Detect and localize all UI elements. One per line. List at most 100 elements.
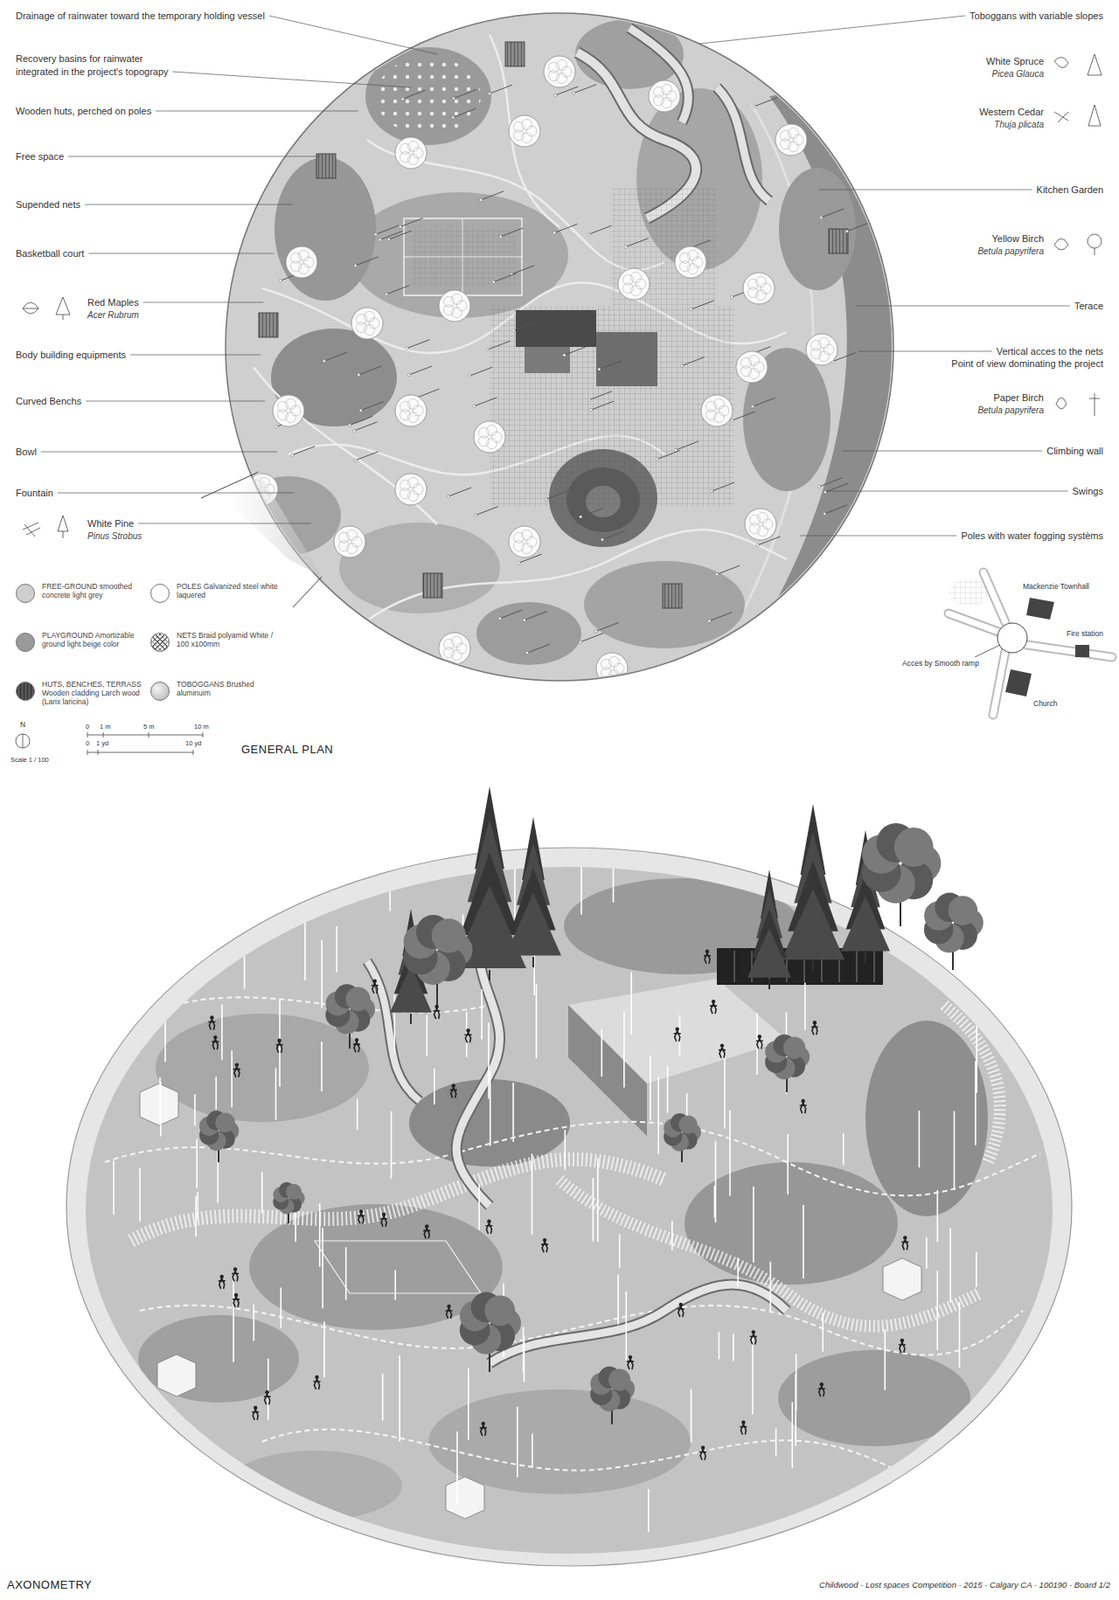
illustration-shape <box>15 734 30 749</box>
legend-swatch <box>150 681 170 702</box>
illustration-shape <box>718 405 730 417</box>
pole <box>531 1153 534 1235</box>
pole-shadow <box>598 361 622 370</box>
illustration-shape <box>739 1424 747 1436</box>
illustration-shape <box>138 1315 299 1404</box>
illustration-shape <box>864 952 867 964</box>
illustration-shape <box>706 410 717 421</box>
illustration-shape <box>104 828 1041 1533</box>
illustration-shape <box>521 529 533 541</box>
illustration-shape <box>465 1028 470 1033</box>
illustration-shape <box>840 896 890 953</box>
pole <box>845 229 848 233</box>
pole <box>775 1429 778 1458</box>
pole-shadow <box>355 257 379 266</box>
pole-shadow <box>409 366 432 376</box>
illustration-shape <box>631 285 642 297</box>
pole <box>385 292 389 296</box>
illustration-shape <box>465 1032 473 1043</box>
illustration-shape <box>741 366 752 377</box>
pole <box>531 1433 534 1467</box>
pole-shadow <box>675 441 699 451</box>
species-latin-name: Picea Glauca <box>992 69 1044 79</box>
callout-label: Drainage of rainwater toward the tempora… <box>15 10 265 21</box>
plan-tree <box>333 526 366 558</box>
illustration-shape <box>438 290 471 322</box>
illustration-shape <box>780 139 792 150</box>
person <box>739 1421 747 1436</box>
map-label: Church <box>1031 700 1059 709</box>
pole <box>408 373 411 376</box>
illustration-shape <box>705 950 709 954</box>
callout-label: Supended nets <box>15 199 81 210</box>
pole <box>382 1374 384 1422</box>
person <box>750 1330 758 1345</box>
illustration-shape <box>316 153 336 179</box>
illustration-shape <box>285 412 297 424</box>
pole <box>689 307 693 311</box>
illustration-shape <box>865 1021 988 1217</box>
illustration-shape <box>278 410 289 421</box>
illustration-shape <box>711 1000 716 1004</box>
plan-tree <box>272 395 305 427</box>
pole <box>252 1305 255 1342</box>
illustration-shape <box>213 1035 217 1040</box>
pole <box>498 617 501 620</box>
pole <box>389 847 391 911</box>
person <box>541 1238 549 1253</box>
species-latin-name: Pinus Strobus <box>87 531 142 542</box>
illustration-shape <box>451 636 463 647</box>
illustration-shape <box>251 1410 259 1421</box>
illustration-shape <box>882 1258 922 1301</box>
illustration-shape <box>559 1180 980 1328</box>
pole <box>597 1158 599 1243</box>
pole <box>261 1172 264 1215</box>
illustration-shape <box>768 979 771 990</box>
illustration-shape <box>778 1350 971 1447</box>
illustration-shape <box>514 532 525 543</box>
pole <box>275 425 279 429</box>
plan-tree <box>543 55 576 88</box>
illustration-shape <box>514 541 525 552</box>
illustration-shape <box>788 141 800 153</box>
illustration-shape <box>139 1084 922 1520</box>
illustration-shape <box>400 401 411 412</box>
leader-line <box>173 71 412 88</box>
pole <box>959 1302 961 1369</box>
illustration-shape <box>948 613 1006 635</box>
illustration-shape <box>456 643 467 654</box>
pole <box>468 375 472 378</box>
illustration-shape <box>157 1355 196 1398</box>
pole <box>486 348 489 352</box>
illustration-shape <box>778 167 856 291</box>
plan-tree <box>596 653 628 685</box>
person <box>901 1236 909 1251</box>
illustration-shape <box>491 431 502 443</box>
illustration-shape <box>648 80 681 112</box>
illustration-shape <box>371 983 379 994</box>
plan-tree <box>285 246 318 279</box>
pole <box>647 1489 650 1533</box>
illustration-shape <box>613 663 625 675</box>
illustration-shape <box>756 276 767 287</box>
illustration-shape <box>412 405 424 417</box>
illustration-shape <box>227 1451 403 1522</box>
pole <box>818 485 821 488</box>
illustration-shape <box>253 367 438 525</box>
pole <box>617 1274 619 1325</box>
pole-shadow <box>448 487 472 497</box>
leader-line <box>41 451 279 453</box>
illustration-shape <box>749 368 760 380</box>
illustration-shape <box>484 1295 515 1327</box>
callout-label: Western Cedar <box>979 106 1044 118</box>
scale-label: N <box>18 721 28 730</box>
illustration-shape <box>292 576 322 608</box>
illustration-shape <box>813 1021 817 1025</box>
pole <box>572 91 576 95</box>
illustration-shape <box>820 1383 824 1387</box>
illustration-shape <box>274 157 376 301</box>
callout-label: Point of view dominating the project <box>951 358 1104 369</box>
illustration-shape <box>524 347 570 374</box>
pole-shadow <box>754 97 778 107</box>
illustration-shape <box>364 325 376 336</box>
